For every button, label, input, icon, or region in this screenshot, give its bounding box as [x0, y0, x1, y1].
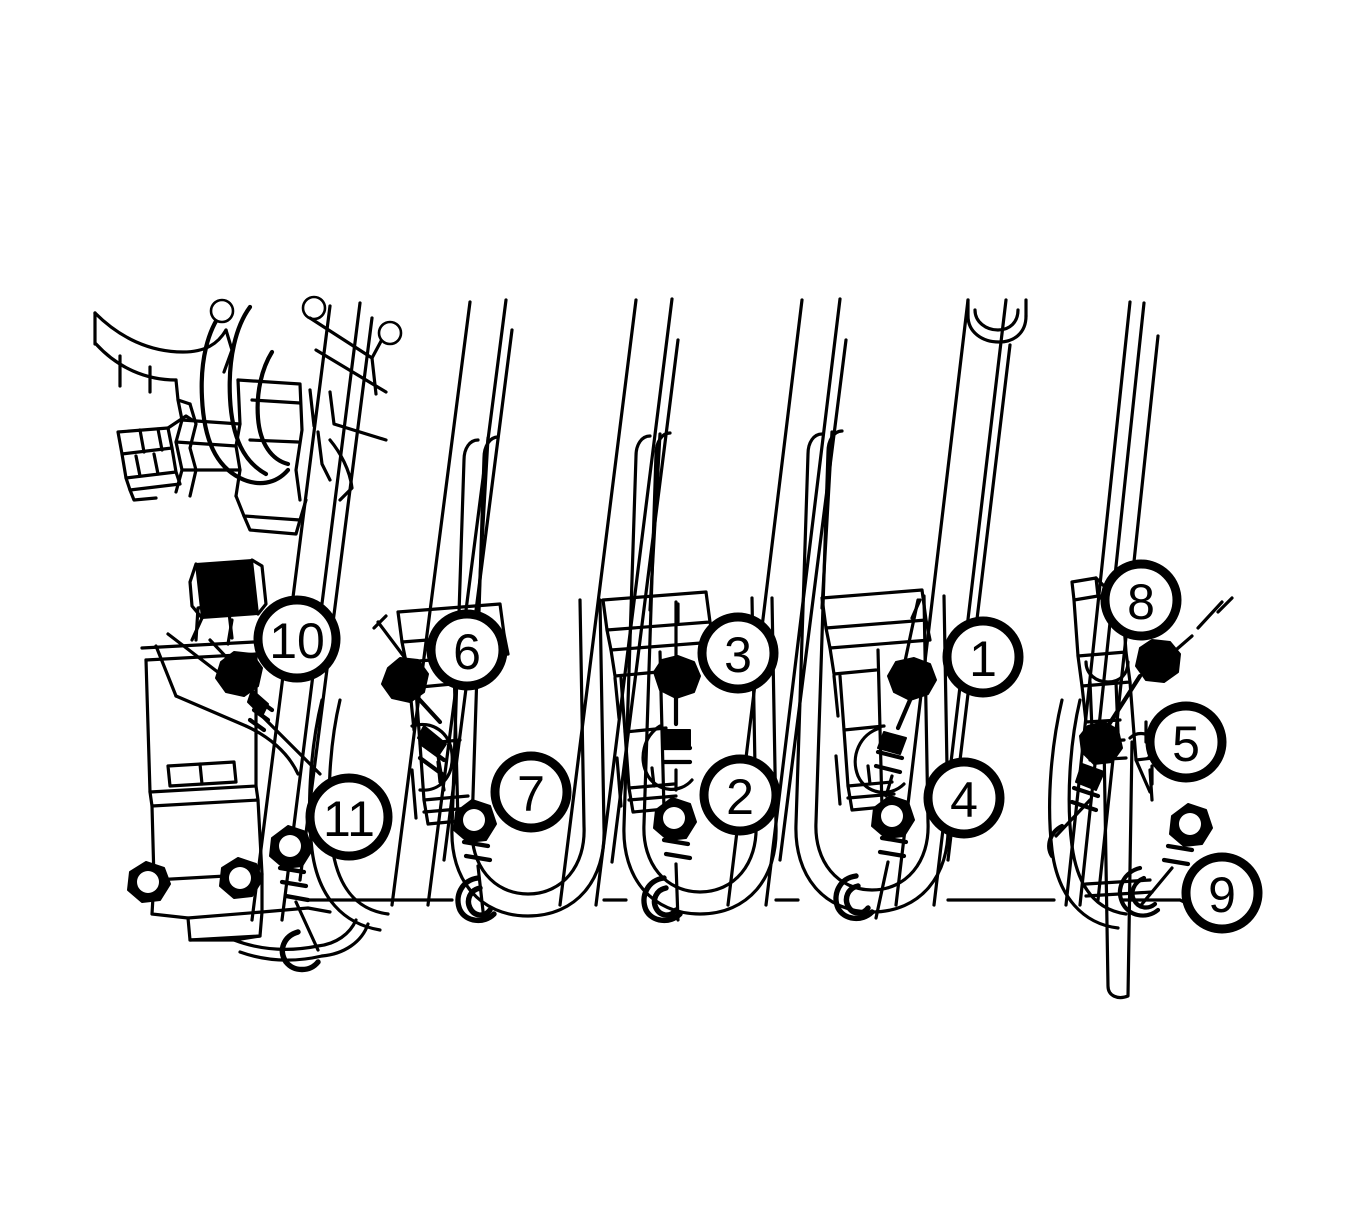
callout-1[interactable]: 1 — [942, 616, 1024, 698]
callout-ring-10 — [253, 595, 341, 683]
callout-ring-3 — [697, 612, 779, 694]
callout-label-11: 11 — [323, 791, 375, 847]
fastener-bolt-9 — [1140, 803, 1213, 906]
callout-9[interactable]: 9 — [1181, 852, 1263, 934]
callout-label-3: 3 — [724, 627, 752, 683]
base-bolt-eyelets — [279, 873, 875, 973]
throttle-body-assembly — [93, 295, 403, 536]
fastener-stud-nut-3 — [641, 600, 701, 792]
fastener-stud-nut-10 — [208, 638, 322, 776]
callout-ring-2 — [699, 754, 781, 836]
callout-label-8: 8 — [1127, 574, 1155, 630]
callout-label-4: 4 — [950, 772, 978, 828]
fastener-bolt-11 — [269, 825, 320, 952]
callout-label-6: 6 — [453, 624, 481, 680]
callout-4[interactable]: 4 — [923, 757, 1005, 839]
callout-leader-ticks — [372, 596, 1234, 788]
callout-3[interactable]: 3 — [697, 612, 779, 694]
callout-label-9: 9 — [1208, 867, 1236, 923]
manifold-base-flange — [306, 898, 1212, 906]
callout-ring-9 — [1181, 852, 1263, 934]
callout-label-5: 5 — [1172, 716, 1200, 772]
callout-8[interactable]: 8 — [1100, 559, 1182, 641]
callout-ring-1 — [942, 616, 1024, 698]
callout-7[interactable]: 7 — [490, 751, 572, 833]
runner-loop-channels — [308, 429, 1128, 932]
callout-5[interactable]: 5 — [1145, 701, 1227, 783]
fastener-bolt-4 — [871, 795, 915, 920]
callout-ring-4 — [923, 757, 1005, 839]
fastener-stud-nut-1 — [853, 598, 937, 798]
callout-layer: 1 2 3 4 5 6 7 8 9 10 11 — [253, 559, 1263, 934]
callout-6[interactable]: 6 — [426, 609, 508, 691]
callout-11[interactable]: 11 — [305, 773, 393, 861]
fastener-bolt-7 — [453, 799, 497, 922]
callout-ring-11 — [305, 773, 393, 861]
fastener-stud-nut-6 — [376, 620, 454, 792]
callout-2[interactable]: 2 — [699, 754, 781, 836]
callout-10[interactable]: 10 — [253, 595, 341, 683]
callout-label-2: 2 — [726, 769, 754, 825]
callout-ring-6 — [426, 609, 508, 691]
fastener-stud-nut-5 — [1047, 720, 1158, 859]
callout-ring-7 — [490, 751, 572, 833]
callout-label-7: 7 — [517, 766, 545, 822]
auxiliary-bolts-bottom-left — [127, 857, 263, 903]
fastener-bolt-2 — [653, 797, 697, 922]
callout-label-10: 10 — [269, 613, 325, 669]
callout-ring-5 — [1145, 701, 1227, 783]
fastener-stud-nut-8 — [1105, 600, 1224, 729]
callout-label-1: 1 — [969, 631, 997, 687]
callout-ring-8 — [1100, 559, 1182, 641]
